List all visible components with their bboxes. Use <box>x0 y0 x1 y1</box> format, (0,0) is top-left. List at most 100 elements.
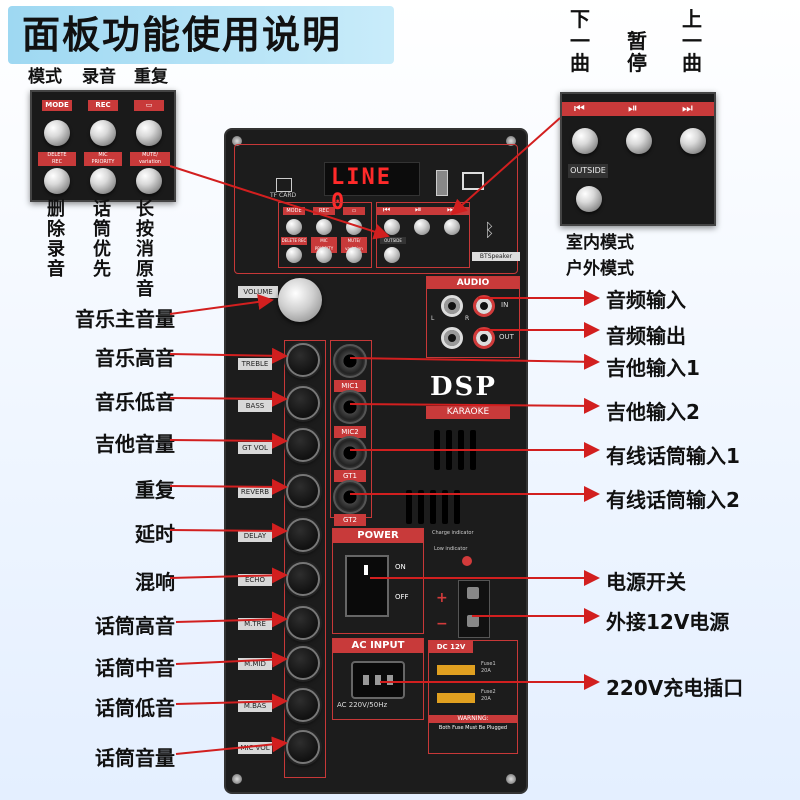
label-mic-volume: 话筒音量 <box>95 746 175 770</box>
mic-mid-knob[interactable] <box>286 646 320 680</box>
label-long-press: 长按消原音 <box>136 199 154 300</box>
screw <box>506 774 516 784</box>
label-next: 下一曲 <box>570 7 590 75</box>
playback-strip <box>562 102 714 116</box>
label-mode: 模式 <box>28 67 62 87</box>
arrow-master-volume <box>169 293 274 315</box>
board-mode-strip: MODE <box>283 207 305 215</box>
led-display-text: LINE 0 <box>331 165 392 215</box>
warning-title: WARNING: <box>429 715 517 723</box>
board-prev-icon: ⏮ <box>383 205 391 214</box>
board-mode-group: MODE REC ▭ DELETE REC MIC PRIORITY MUTE/… <box>278 202 372 268</box>
terminal-screw <box>467 587 479 599</box>
bt-speaker-label: BTSpeaker <box>472 252 520 261</box>
wired-mic-2-jack[interactable] <box>333 480 367 514</box>
prev-song-button[interactable] <box>680 128 706 154</box>
mic-volume-knob[interactable] <box>286 730 320 764</box>
bluetooth-icon: ᛒ <box>484 220 495 241</box>
screw <box>232 136 242 146</box>
dc-terminal-block[interactable] <box>458 580 490 638</box>
label-guitar-in-1: 吉他输入1 <box>606 356 700 380</box>
treble-knob[interactable] <box>286 343 320 377</box>
label-220v-socket: 220V充电插口 <box>606 676 744 700</box>
label-mic-treble: 话筒高音 <box>95 614 175 638</box>
board-mute-button[interactable] <box>346 247 362 263</box>
board-delete-rec-button[interactable] <box>286 247 302 263</box>
board-prev-button[interactable] <box>444 219 460 235</box>
mic2-label: MIC2 <box>334 426 366 438</box>
gt1-label: GT1 <box>334 470 366 482</box>
label-mic-priority: 话筒优先 <box>93 199 111 280</box>
label-outdoor-mode: 户外模式 <box>566 259 634 279</box>
label-guitar-volume: 吉他音量 <box>95 432 175 456</box>
arrow-mic-volume <box>175 736 288 755</box>
reverb-label: REVERB <box>238 486 272 498</box>
repeat-button[interactable] <box>136 120 162 146</box>
label-prev: 上一曲 <box>682 7 702 75</box>
guitar-input-1-jack[interactable] <box>333 344 367 378</box>
ac-power-socket[interactable] <box>351 661 405 699</box>
repeat-strip: ▭ <box>134 100 164 111</box>
dc-panel: DC 12V Fuse1 20A Fuse2 20A WARNING: Both… <box>428 640 518 754</box>
tf-card-label: TF CARD <box>270 192 297 199</box>
label-12v-power: 外接12V电源 <box>606 610 730 634</box>
outside-mode-button[interactable] <box>576 186 602 212</box>
mute-button[interactable] <box>136 168 162 194</box>
power-switch[interactable] <box>345 555 389 617</box>
title-banner <box>8 6 394 64</box>
mode-button[interactable] <box>44 120 70 146</box>
mic-treble-knob[interactable] <box>286 606 320 640</box>
gt-vol-label: GT VOL <box>238 442 272 454</box>
audio-in-right-jack[interactable] <box>473 295 495 317</box>
rec-button[interactable] <box>90 120 116 146</box>
vent-slot <box>406 490 412 524</box>
fuse2-label: Fuse2 20A <box>481 689 496 702</box>
audio-out-left-jack[interactable] <box>441 327 463 349</box>
delay-knob[interactable] <box>286 518 320 552</box>
audio-in-left-jack[interactable] <box>441 295 463 317</box>
label-audio-out: 音频输出 <box>606 324 686 348</box>
led-display: LINE 0 <box>324 162 420 215</box>
plus-sign: + <box>436 590 448 606</box>
guitar-input-2-jack[interactable] <box>333 390 367 424</box>
board-outside-button[interactable] <box>384 247 400 263</box>
mic-priority-strip: MIC PRIORITY <box>84 152 122 166</box>
arrow-guitar-in-1 <box>349 353 600 370</box>
board-rec-button[interactable] <box>316 219 332 235</box>
dc-12v-title: DC 12V <box>429 641 473 653</box>
next-song-button[interactable] <box>572 128 598 154</box>
audio-out-right-jack[interactable] <box>473 327 495 349</box>
board-outside-label: OUTSIDE <box>380 237 406 244</box>
mic1-label: MIC1 <box>334 380 366 392</box>
outside-label: OUTSIDE <box>568 164 608 178</box>
label-indoor-mode: 室内模式 <box>566 233 634 253</box>
board-mode-button[interactable] <box>286 219 302 235</box>
arrow-reverb <box>169 567 288 584</box>
arrow-guitar-in-2 <box>349 397 600 414</box>
mic-priority-button[interactable] <box>90 168 116 194</box>
repeat-knob[interactable] <box>286 474 320 508</box>
guitar-volume-knob[interactable] <box>286 428 320 462</box>
board-pause-button[interactable] <box>414 219 430 235</box>
label-music-bass: 音乐低音 <box>95 390 175 414</box>
usb-port[interactable] <box>436 170 448 196</box>
board-mic-priority-button[interactable] <box>316 247 332 263</box>
arrow-mic-treble <box>175 611 288 628</box>
dsp-logo: DSP <box>430 372 497 402</box>
label-wired-mic-2: 有线话筒输入2 <box>606 488 740 512</box>
delete-rec-button[interactable] <box>44 168 70 194</box>
master-volume-knob[interactable] <box>278 278 322 322</box>
label-master-volume: 音乐主音量 <box>75 307 175 331</box>
arrow-mic-bass <box>175 693 288 710</box>
wired-mic-1-jack[interactable] <box>333 436 367 470</box>
pause-button[interactable] <box>626 128 652 154</box>
power-panel: POWER ON OFF <box>332 528 424 634</box>
arrow-playback-group <box>450 117 561 216</box>
audio-panel: AUDIO IN OUT L R <box>426 276 520 358</box>
mic-bass-knob[interactable] <box>286 688 320 722</box>
terminal-screw <box>467 615 479 627</box>
screw <box>506 136 516 146</box>
left-channel-label: L <box>431 315 435 322</box>
charge-indicator-label: Charge indicator <box>432 530 474 536</box>
bass-knob[interactable] <box>286 386 320 420</box>
